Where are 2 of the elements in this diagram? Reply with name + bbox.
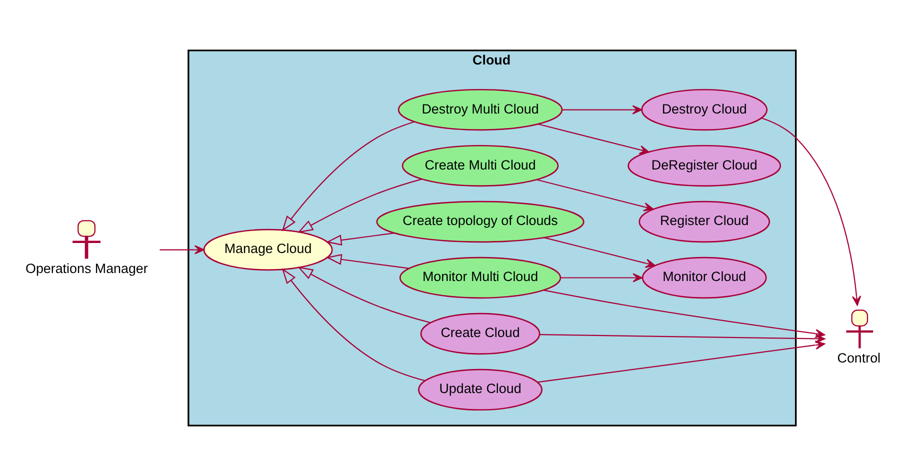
node-label: Control [837, 350, 881, 366]
node-label: Operations Manager [26, 260, 148, 276]
